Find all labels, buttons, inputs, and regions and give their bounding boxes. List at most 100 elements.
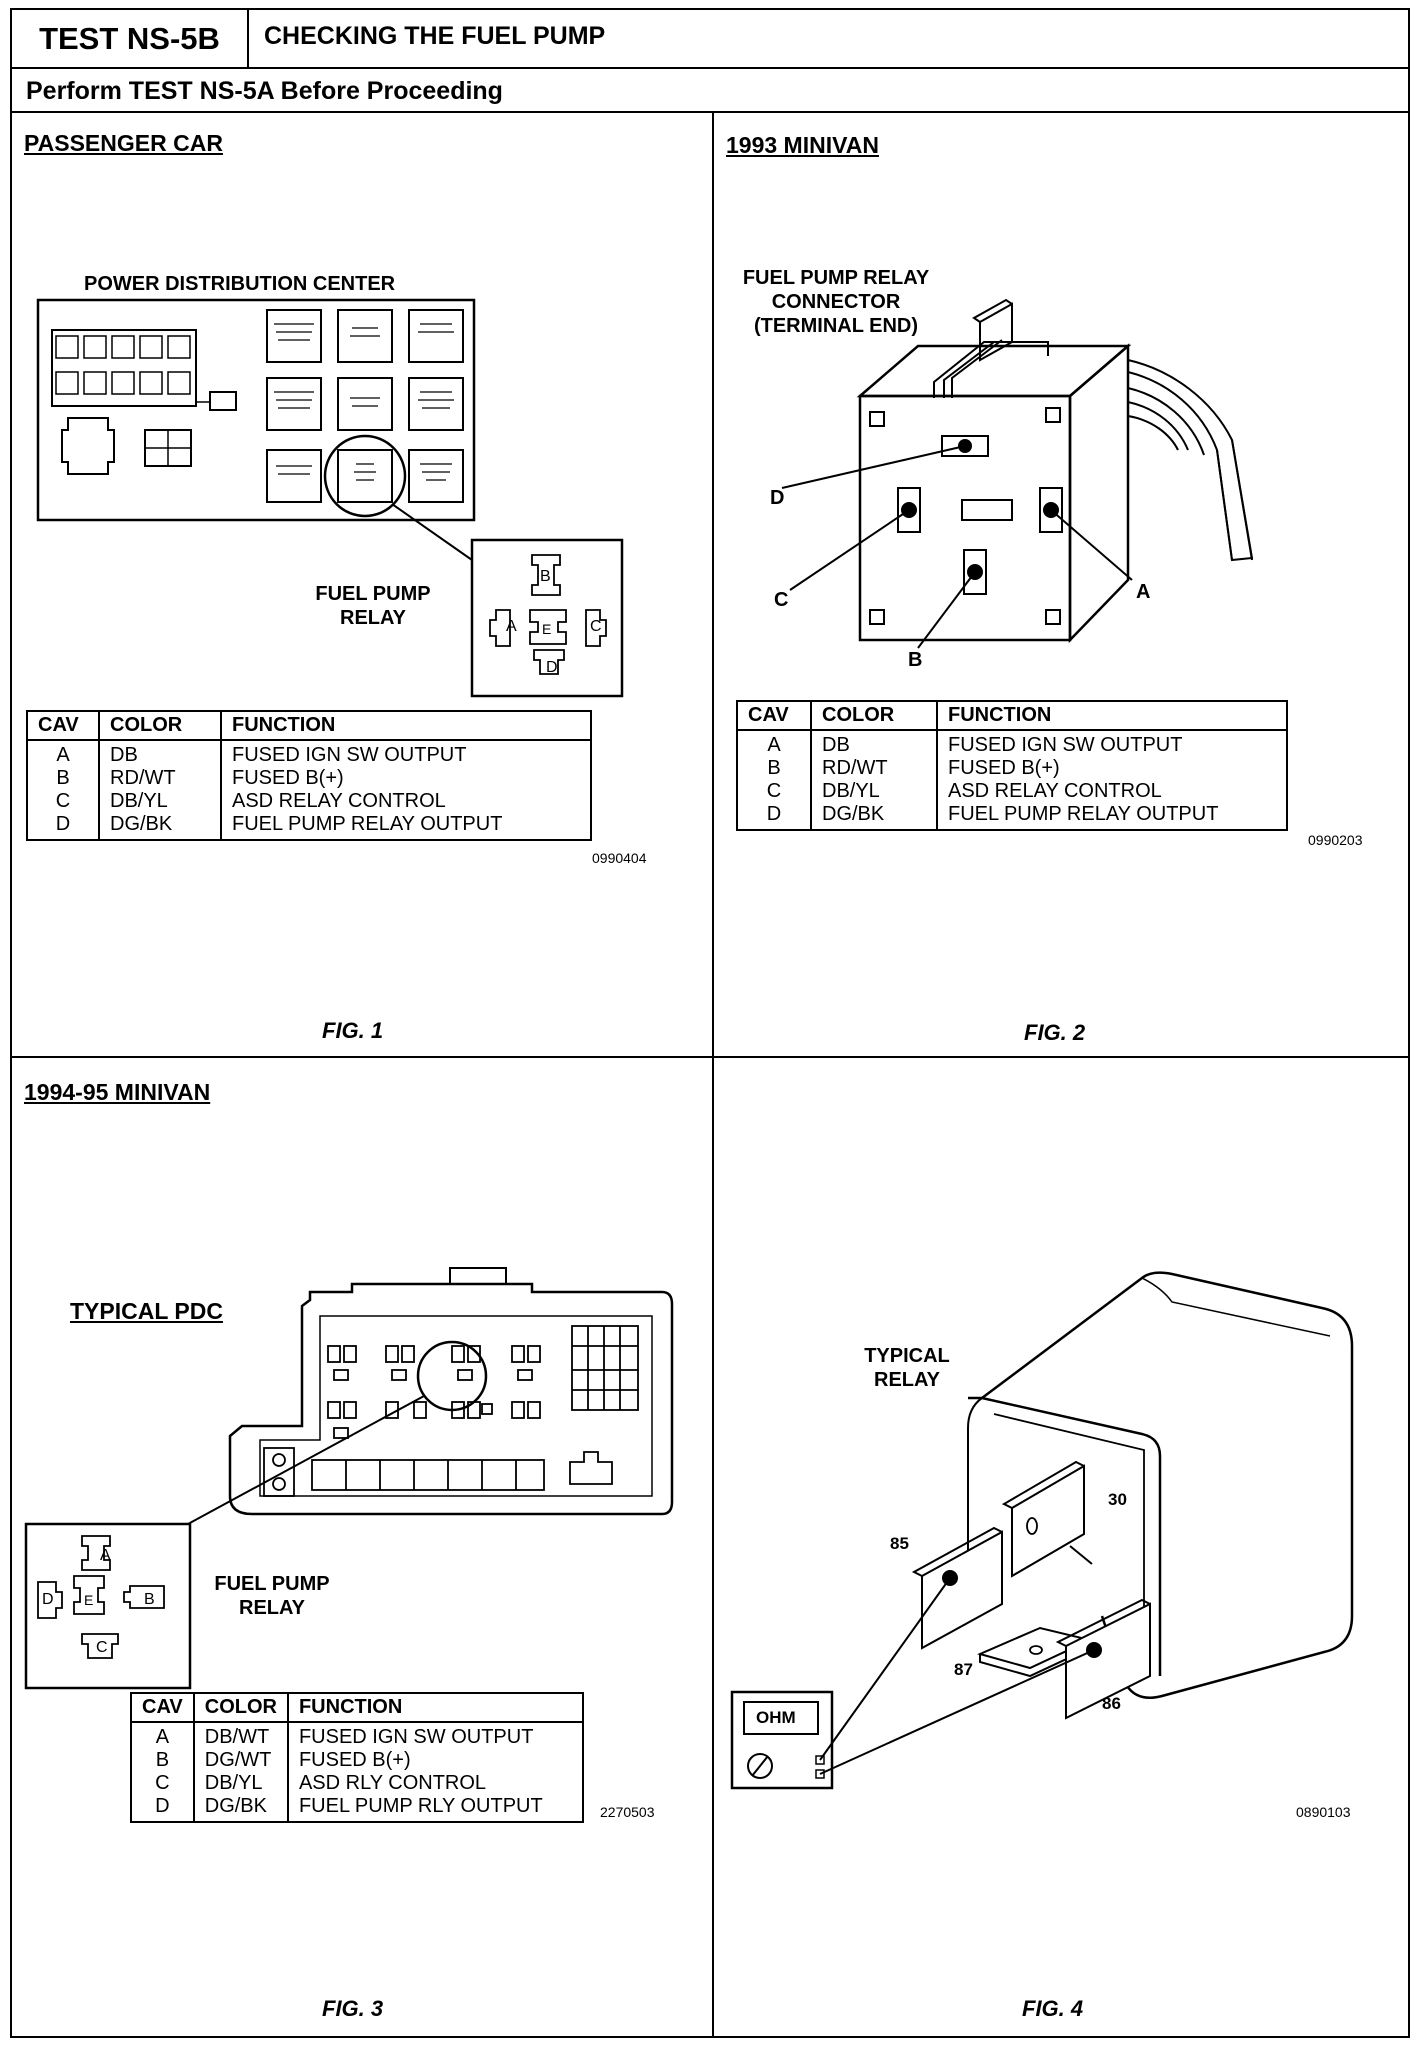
terminal-30-label: 30 — [1108, 1490, 1127, 1509]
color-cell: DB — [822, 734, 850, 756]
cav-cell: D — [155, 1795, 170, 1817]
figure-2-1993-minivan: 1993 MINIVAN FUEL PUMP RELAY CONNECTOR (… — [712, 110, 1410, 1055]
q1-title: PASSENGER CAR — [24, 130, 223, 156]
cav-cell: B — [767, 757, 781, 779]
col-function: FUNCTION — [220, 710, 592, 741]
color-cell: DB/YL — [110, 790, 168, 812]
q1-figure-caption: FIG. 1 — [322, 1018, 384, 1043]
figure-1-passenger-car: PASSENGER CAR POWER DISTRIBUTION CENTER — [12, 110, 710, 1055]
q1-figure-code: 0990404 — [592, 850, 647, 866]
figure-4-typical-relay: TYPICAL RELAY 30 8 — [712, 1056, 1410, 2036]
col-cav: CAV — [736, 700, 812, 731]
color-cell: DG/BK — [110, 813, 173, 835]
callout-a: A — [1136, 581, 1151, 603]
color-cell: DB/YL — [822, 780, 880, 802]
relay-pin-e: E — [542, 621, 552, 637]
col-cav: CAV — [26, 710, 100, 741]
color-cell: DB/YL — [204, 1772, 263, 1794]
terminal-86-label: 86 — [1102, 1694, 1121, 1713]
terminal-87-label: 87 — [954, 1660, 973, 1679]
cav-cell: C — [55, 790, 71, 812]
col-function: FUNCTION — [936, 700, 1288, 731]
function-cell: FUSED B(+) — [298, 1749, 411, 1771]
col-function: FUNCTION — [286, 1692, 585, 1723]
cav-cell: D — [766, 803, 782, 825]
terminal-85-label: 85 — [890, 1534, 909, 1553]
test-number: TEST NS-5B — [12, 10, 249, 67]
relay-pin-e: E — [84, 1592, 94, 1608]
test-procedure-sheet: TEST NS-5B CHECKING THE FUEL PUMP Perfor… — [10, 8, 1410, 2038]
ohmmeter-display: OHM — [756, 1708, 796, 1727]
pdc-label: POWER DISTRIBUTION CENTER — [84, 273, 396, 295]
function-cell: ASD RELAY CONTROL — [948, 780, 1162, 802]
relay-pin-b: B — [540, 568, 551, 585]
col-cav: CAV — [130, 1692, 195, 1723]
connector-label: FUEL PUMP RELAY CONNECTOR (TERMINAL END) — [742, 267, 930, 337]
prerequisite-text: Perform TEST NS-5A Before Proceeding — [26, 77, 503, 105]
col-color: COLOR — [98, 710, 222, 741]
col-color: COLOR — [810, 700, 938, 731]
function-cell: FUSED IGN SW OUTPUT — [948, 734, 1183, 756]
relay-pin-b: B — [144, 1591, 155, 1608]
color-cell: DG/WT — [204, 1749, 272, 1771]
figure-3-1994-95-minivan: 1994-95 MINIVAN TYPICAL PDC — [12, 1056, 710, 2036]
relay-pin-c: C — [96, 1639, 108, 1656]
q3-figure-caption: FIG. 3 — [322, 1996, 384, 2021]
function-cell: FUEL PUMP RLY OUTPUT — [298, 1795, 543, 1817]
pdc-drawing — [36, 298, 624, 698]
test-header: TEST NS-5B CHECKING THE FUEL PUMP — [12, 10, 1408, 69]
relay-pin-c: C — [590, 618, 602, 635]
connector-drawing — [781, 298, 1254, 649]
color-cell: RD/WT — [110, 767, 176, 789]
cav-cell: B — [56, 767, 70, 789]
cav-cell: D — [55, 813, 71, 835]
cav-cell: A — [155, 1726, 170, 1748]
callout-c: C — [774, 589, 789, 611]
test-title: CHECKING THE FUEL PUMP — [264, 22, 606, 50]
color-cell: DB — [110, 744, 138, 766]
function-cell: FUSED IGN SW OUTPUT — [232, 744, 467, 766]
q3-title: 1994-95 MINIVAN — [24, 1079, 211, 1105]
typical-pdc-drawing — [24, 1267, 674, 1690]
fuel-pump-relay-label: FUEL PUMP RELAY — [214, 1573, 330, 1619]
function-cell: FUEL PUMP RELAY OUTPUT — [232, 813, 503, 835]
q2-figure-code: 0990203 — [1308, 832, 1363, 848]
callout-b: B — [908, 649, 923, 671]
function-cell: FUSED IGN SW OUTPUT — [298, 1726, 534, 1748]
function-cell: ASD RELAY CONTROL — [232, 790, 446, 812]
q4-figure-caption: FIG. 4 — [1022, 1996, 1084, 2021]
cav-cell: B — [155, 1749, 170, 1771]
cav-cell: C — [766, 780, 782, 802]
q4-figure-code: 0890103 — [1296, 1804, 1351, 1820]
function-cell: FUSED B(+) — [948, 757, 1060, 779]
cav-cell: A — [56, 744, 70, 766]
color-cell: RD/WT — [822, 757, 888, 779]
fuel-pump-relay-label: FUEL PUMP RELAY — [315, 583, 431, 629]
typical-pdc-label: TYPICAL PDC — [70, 1298, 223, 1324]
q2-title: 1993 MINIVAN — [726, 132, 879, 158]
quadrant-divider-horizontal — [12, 1056, 1408, 1058]
relay-pin-a: A — [100, 1547, 111, 1564]
color-cell: DG/BK — [204, 1795, 267, 1817]
q3-figure-code: 2270503 — [600, 1804, 655, 1820]
q2-figure-caption: FIG. 2 — [1024, 1020, 1086, 1045]
relay-ohmmeter-drawing — [730, 1271, 1354, 1790]
callout-d: D — [770, 487, 785, 509]
cav-cell: A — [767, 734, 781, 756]
relay-pin-d: D — [42, 1591, 54, 1608]
relay-pin-d: D — [546, 659, 558, 676]
function-cell: ASD RLY CONTROL — [298, 1772, 487, 1794]
function-cell: FUEL PUMP RELAY OUTPUT — [948, 803, 1219, 825]
relay-pin-a: A — [506, 618, 517, 635]
quadrant-divider-vertical — [712, 111, 714, 2038]
col-color: COLOR — [192, 1692, 289, 1723]
typical-relay-label: TYPICAL RELAY — [864, 1345, 950, 1391]
function-cell: FUSED B(+) — [232, 767, 344, 789]
color-cell: DG/BK — [822, 803, 885, 825]
